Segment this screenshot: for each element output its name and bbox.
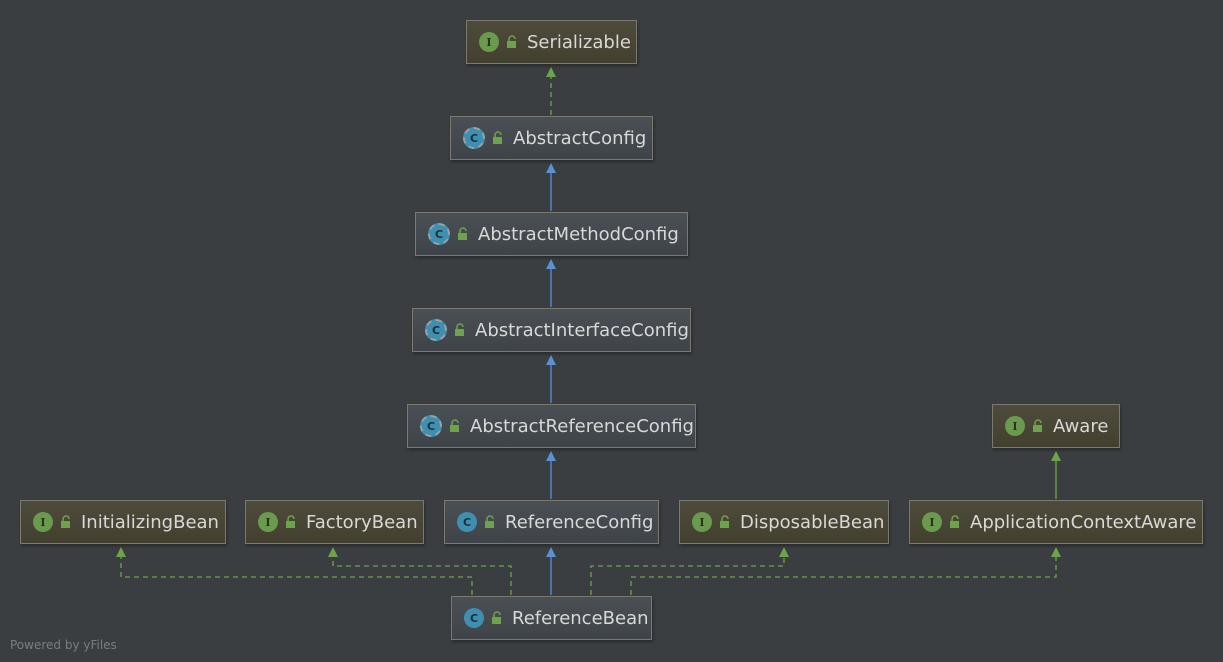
- node-label: ReferenceConfig: [505, 511, 654, 533]
- abstract-class-icon: C: [463, 127, 485, 149]
- interface-icon: I: [479, 32, 499, 52]
- node-label: Serializable: [527, 31, 631, 53]
- interface-icon: I: [33, 512, 53, 532]
- node-disposable-bean[interactable]: I DisposableBean: [679, 500, 889, 544]
- node-abstract-method-config[interactable]: C AbstractMethodConfig: [415, 212, 688, 256]
- node-label: AbstractMethodConfig: [478, 223, 679, 245]
- public-lock-icon: [286, 515, 295, 528]
- public-lock-icon: [450, 419, 459, 432]
- abstract-class-icon: C: [428, 223, 450, 245]
- interface-icon: I: [1005, 416, 1025, 436]
- powered-by-footer: Powered by yFiles: [10, 638, 117, 652]
- public-lock-icon: [493, 131, 502, 144]
- edge-referencebean-implements-factorybean: [328, 547, 512, 595]
- node-abstract-interface-config[interactable]: C AbstractInterfaceConfig: [412, 308, 691, 352]
- node-application-context-aware[interactable]: I ApplicationContextAware: [909, 500, 1203, 544]
- node-initializing-bean[interactable]: I InitializingBean: [20, 500, 226, 544]
- node-abstract-reference-config[interactable]: C AbstractReferenceConfig: [407, 404, 696, 448]
- edge-referencebean-implements-initializingbean: [116, 547, 473, 595]
- interface-icon: I: [258, 512, 278, 532]
- node-label: DisposableBean: [740, 511, 885, 533]
- interface-icon: I: [692, 512, 712, 532]
- node-label: InitializingBean: [81, 511, 219, 533]
- node-aware[interactable]: I Aware: [992, 404, 1120, 448]
- node-label: AbstractReferenceConfig: [470, 415, 694, 437]
- node-label: AbstractConfig: [513, 127, 647, 149]
- interface-icon: I: [922, 512, 942, 532]
- node-label: ApplicationContextAware: [970, 511, 1197, 533]
- edge-referencebean-implements-disposablebean: [590, 547, 789, 595]
- public-lock-icon: [485, 515, 494, 528]
- public-lock-icon: [458, 227, 467, 240]
- node-abstract-config[interactable]: C AbstractConfig: [450, 116, 653, 160]
- public-lock-icon: [1033, 419, 1042, 432]
- node-factory-bean[interactable]: I FactoryBean: [245, 500, 424, 544]
- edge-referencebean-implements-applicationcontextaware: [630, 547, 1061, 595]
- public-lock-icon: [455, 323, 464, 336]
- node-serializable[interactable]: I Serializable: [466, 20, 637, 64]
- node-reference-bean[interactable]: C ReferenceBean: [451, 596, 652, 640]
- class-icon: C: [457, 512, 477, 532]
- abstract-class-icon: C: [425, 319, 447, 341]
- node-reference-config[interactable]: C ReferenceConfig: [444, 500, 659, 544]
- public-lock-icon: [492, 611, 501, 624]
- public-lock-icon: [950, 515, 959, 528]
- public-lock-icon: [61, 515, 70, 528]
- class-icon: C: [464, 608, 484, 628]
- node-label: FactoryBean: [306, 511, 418, 533]
- public-lock-icon: [720, 515, 729, 528]
- node-label: AbstractInterfaceConfig: [475, 319, 689, 341]
- node-label: Aware: [1053, 415, 1109, 437]
- node-label: ReferenceBean: [512, 607, 649, 629]
- abstract-class-icon: C: [420, 415, 442, 437]
- public-lock-icon: [507, 35, 516, 48]
